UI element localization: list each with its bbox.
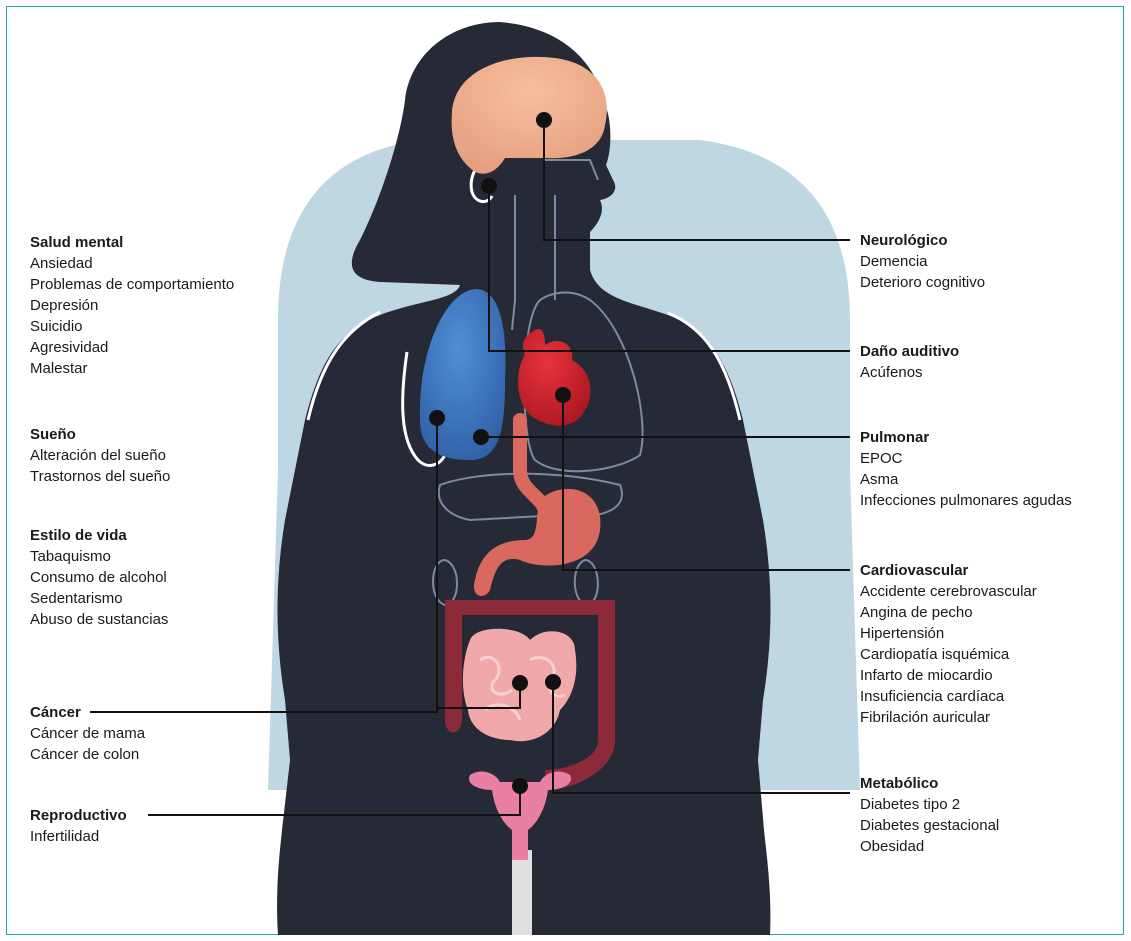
marker-ear [481,178,497,194]
group-item: Fibrilación auricular [860,707,1037,728]
group-items: Infertilidad [30,826,127,847]
group-item: Sedentarismo [30,588,168,609]
group-items: Acúfenos [860,362,959,383]
group-item: Alteración del sueño [30,445,170,466]
group-item: Malestar [30,358,234,379]
group-item: Suicidio [30,316,234,337]
marker-heart [555,387,571,403]
group-item: EPOC [860,448,1072,469]
group-items: Alteración del sueño Trastornos del sueñ… [30,445,170,487]
label-group-salud-mental: Salud mental Ansiedad Problemas de compo… [30,232,234,379]
marker-brain [536,112,552,128]
group-items: Ansiedad Problemas de comportamiento Dep… [30,253,234,379]
label-group-metabolico: Metabólico Diabetes tipo 2 Diabetes gest… [860,773,999,857]
group-item: Acúfenos [860,362,959,383]
label-group-neurologico: Neurológico Demencia Deterioro cognitivo [860,230,985,293]
group-title: Cáncer [30,702,145,723]
marker-uterus [512,778,528,794]
group-item: Problemas de comportamiento [30,274,234,295]
group-title: Sueño [30,424,170,445]
group-items: Diabetes tipo 2 Diabetes gestacional Obe… [860,794,999,857]
label-group-estilo-vida: Estilo de vida Tabaquismo Consumo de alc… [30,525,168,630]
label-group-cardiovascular: Cardiovascular Accidente cerebrovascular… [860,560,1037,728]
group-item: Diabetes gestacional [860,815,999,836]
group-item: Obesidad [860,836,999,857]
group-items: Cáncer de mama Cáncer de colon [30,723,145,765]
group-item: Agresividad [30,337,234,358]
marker-lung [473,429,489,445]
label-group-reproductivo: Reproductivo Infertilidad [30,805,127,847]
group-item: Tabaquismo [30,546,168,567]
group-title: Neurológico [860,230,985,251]
group-items: Demencia Deterioro cognitivo [860,251,985,293]
group-items: Accidente cerebrovascular Angina de pech… [860,581,1037,728]
group-item: Cáncer de colon [30,744,145,765]
group-item: Depresión [30,295,234,316]
group-item: Trastornos del sueño [30,466,170,487]
group-item: Ansiedad [30,253,234,274]
group-title: Pulmonar [860,427,1072,448]
group-title: Salud mental [30,232,234,253]
group-title: Metabólico [860,773,999,794]
group-title: Cardiovascular [860,560,1037,581]
label-group-cancer: Cáncer Cáncer de mama Cáncer de colon [30,702,145,765]
marker-breast [429,410,445,426]
group-item: Infecciones pulmonares agudas [860,490,1072,511]
group-item: Accidente cerebrovascular [860,581,1037,602]
group-item: Angina de pecho [860,602,1037,623]
group-item: Consumo de alcohol [30,567,168,588]
label-group-pulmonar: Pulmonar EPOC Asma Infecciones pulmonare… [860,427,1072,511]
group-item: Demencia [860,251,985,272]
group-item: Cáncer de mama [30,723,145,744]
group-item: Insuficiencia cardíaca [860,686,1037,707]
leg-gap [512,850,532,935]
group-title: Estilo de vida [30,525,168,546]
label-group-sueno: Sueño Alteración del sueño Trastornos de… [30,424,170,487]
group-items: Tabaquismo Consumo de alcohol Sedentaris… [30,546,168,630]
group-item: Deterioro cognitivo [860,272,985,293]
group-title: Reproductivo [30,805,127,826]
group-item: Infertilidad [30,826,127,847]
group-items: EPOC Asma Infecciones pulmonares agudas [860,448,1072,511]
group-title: Daño auditivo [860,341,959,362]
marker-colon [512,675,528,691]
group-item: Asma [860,469,1072,490]
group-item: Abuso de sustancias [30,609,168,630]
group-item: Diabetes tipo 2 [860,794,999,815]
group-item: Cardiopatía isquémica [860,644,1037,665]
group-item: Hipertensión [860,623,1037,644]
label-group-dano-auditivo: Daño auditivo Acúfenos [860,341,959,383]
group-item: Infarto de miocardio [860,665,1037,686]
marker-metabolic [545,674,561,690]
